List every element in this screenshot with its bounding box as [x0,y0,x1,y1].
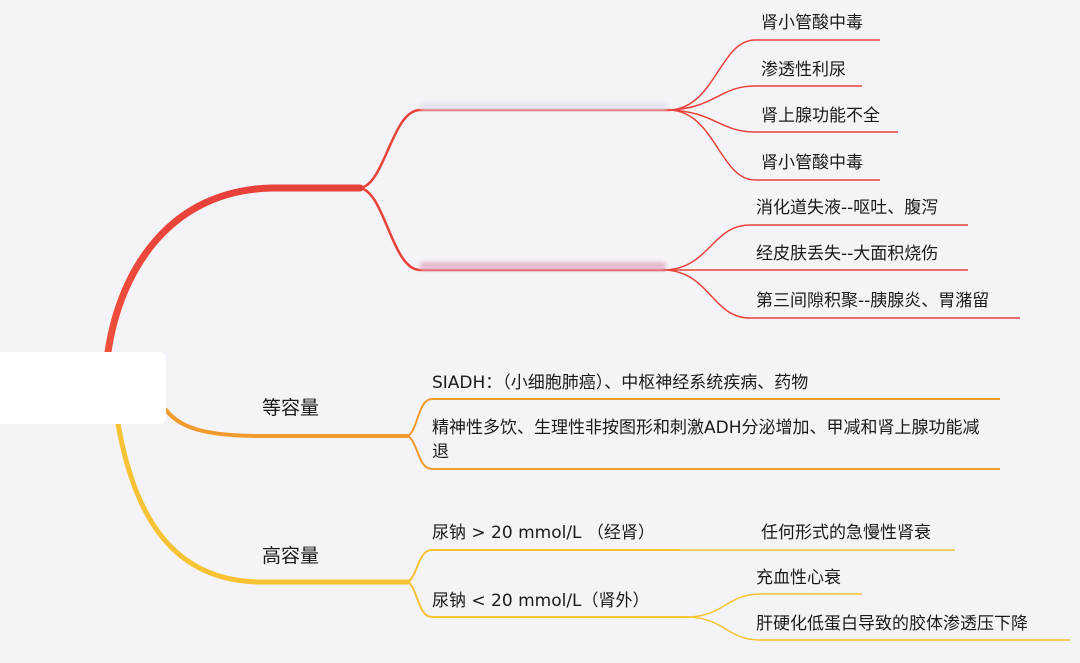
wire-red-sub1 [359,108,670,190]
wires-red-leaves-2 [664,224,1020,319]
wires-red-leaves-1 [669,39,898,181]
leaf-gi-loss: 消化道失液--呕吐、腹泻 [756,198,939,218]
leaf-renal-tubular-acidosis-2: 肾小管酸中毒 [761,153,863,173]
wires-yellow [407,549,690,618]
wire-red-sub2 [359,186,665,272]
trunk-orange [164,408,410,438]
leaf-adrenal-insufficiency: 肾上腺功能不全 [761,106,880,126]
blurred-label-red-sub1 [420,102,668,110]
item-siadh: SIADH：（小细胞肺癌）、中枢神经系统疾病、药物 [432,373,809,393]
leaf-osmotic-diuresis: 渗透性利尿 [761,60,846,80]
trunk-yellow [115,421,411,585]
item-urine-na-high: 尿钠 > 20 mmol/L （经肾） [432,523,655,543]
trunk-red [104,184,364,356]
item-urine-na-low: 尿钠 < 20 mmol/L（肾外） [432,591,650,611]
blurred-label-red-sub2 [420,262,666,270]
item-polydipsia: 精神性多饮、生理性非按图形和刺激ADH分泌增加、甲减和肾上腺功能减退 [432,418,980,462]
leaf-third-space: 第三间隙积聚--胰腺炎、胃潴留 [756,291,990,311]
leaf-renal-failure: 任何形式的急慢性肾衰 [761,523,931,543]
branch-hypervolemic-label: 高容量 [262,545,320,567]
leaf-skin-loss: 经皮肤丢失--大面积烧伤 [756,244,939,264]
leaf-renal-tubular-acidosis-1: 肾小管酸中毒 [761,13,863,33]
branch-euvolemic-label: 等容量 [262,397,320,419]
wires-orange [407,398,1000,470]
leaf-cirrhosis: 肝硬化低蛋白导致的胶体渗透压下降 [756,614,1028,634]
root-node [0,352,166,424]
leaf-heart-failure: 充血性心衰 [756,568,841,588]
wires-yellow-leaves [680,549,1070,641]
